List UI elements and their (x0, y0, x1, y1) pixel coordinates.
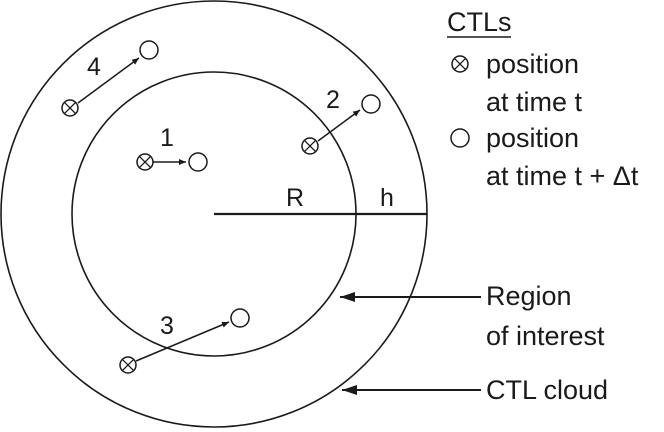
radius-label: R (286, 184, 304, 212)
cloud-callout: CTL cloud (342, 375, 608, 405)
legend-next-line2: at time t + Δt (486, 161, 639, 191)
circle-x-icon (136, 153, 154, 171)
circle-x-icon (301, 137, 319, 155)
open-circle-icon (230, 308, 250, 328)
region-label-line2: of interest (486, 321, 605, 351)
legend: CTLs position at time t position at time… (447, 7, 639, 191)
particle-2: 2 (301, 86, 381, 155)
legend-next-line1: position (486, 123, 579, 153)
shell-thickness-label: h (380, 184, 394, 212)
region-label-line1: Region (486, 281, 572, 311)
particle-4-label: 4 (87, 53, 101, 81)
open-circle-icon (188, 152, 208, 172)
particle-2-label: 2 (326, 86, 340, 114)
circle-x-icon (119, 356, 137, 374)
legend-entry-next: position at time t + Δt (450, 123, 639, 191)
legend-current-line1: position (486, 49, 579, 79)
legend-entry-current: position at time t (451, 49, 583, 117)
cloud-label: CTL cloud (486, 375, 608, 405)
open-circle-icon (450, 128, 470, 148)
particle-1-label: 1 (160, 124, 174, 152)
particle-3-label: 3 (160, 312, 174, 340)
region-callout: Region of interest (340, 281, 605, 351)
circle-x-icon (61, 99, 79, 117)
open-circle-icon (139, 40, 159, 60)
particle-1: 1 (136, 124, 208, 172)
legend-title: CTLs (447, 7, 512, 37)
circle-x-icon (451, 55, 469, 73)
open-circle-icon (361, 94, 381, 114)
particle-4: 4 (61, 40, 159, 117)
legend-current-line2: at time t (486, 87, 583, 117)
particle-3: 3 (119, 308, 250, 374)
